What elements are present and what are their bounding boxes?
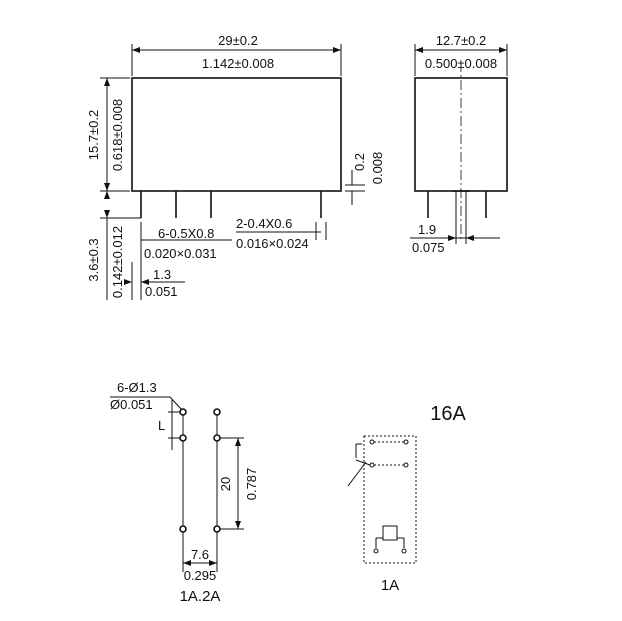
- holes-mm: 6-Ø1.3: [117, 380, 157, 395]
- standoff-in: 0.008: [370, 152, 385, 185]
- pin-b-mm: 2-0.4X0.6: [236, 216, 292, 231]
- schematic: 16A 1A: [347, 403, 466, 594]
- coil-symbol: [382, 525, 398, 541]
- pitch-h-in: 0.295: [184, 568, 217, 583]
- side-pin-offset-mm: 1.9: [418, 222, 436, 237]
- holes-in: Ø0.051: [110, 397, 153, 412]
- pitch-v-in: 0.787: [244, 468, 259, 501]
- pin-a-mm: 6-0.5X0.8: [158, 226, 214, 241]
- front-width-mm: 29±0.2: [218, 33, 258, 48]
- side-width-in: 0.500±0.008: [425, 56, 497, 71]
- front-body: [131, 77, 342, 192]
- schematic-caption: 1A: [381, 577, 399, 594]
- standoff-mm: 0.2: [352, 153, 367, 171]
- pcb-layout: 6-Ø1.3 Ø0.051 L 20 0.787 7.6 0.295 1A.2A: [110, 380, 259, 605]
- pin-a-in: 0.020×0.031: [144, 246, 217, 261]
- pitch-h-mm: 7.6: [191, 547, 209, 562]
- pcb-caption: 1A.2A: [180, 588, 221, 605]
- pcb-holes: [179, 408, 221, 533]
- front-view: 29±0.2 1.142±0.008 15.7±0.2 0.618±0.008 …: [86, 33, 385, 300]
- pin-length-in: 0.142±0.012: [110, 226, 125, 298]
- pin-offset-in: 0.051: [145, 284, 178, 299]
- relay-outline: [363, 435, 417, 564]
- pin-b-in: 0.016×0.024: [236, 236, 309, 251]
- front-width-in: 1.142±0.008: [202, 56, 274, 71]
- side-width-mm: 12.7±0.2: [436, 33, 487, 48]
- front-pins: [140, 191, 322, 218]
- pitch-v-mm: 20: [218, 477, 233, 491]
- spacing-label: L: [158, 418, 165, 433]
- side-view: 12.7±0.2 0.500±0.008 1.9 0.075: [410, 33, 508, 255]
- side-pin-offset-in: 0.075: [412, 240, 445, 255]
- front-height-in: 0.618±0.008: [110, 99, 125, 171]
- pin-length-mm: 3.6±0.3: [86, 238, 101, 281]
- pin-offset-mm: 1.3: [153, 267, 171, 282]
- rating-label: 16A: [430, 403, 466, 425]
- front-height-mm: 15.7±0.2: [86, 110, 101, 161]
